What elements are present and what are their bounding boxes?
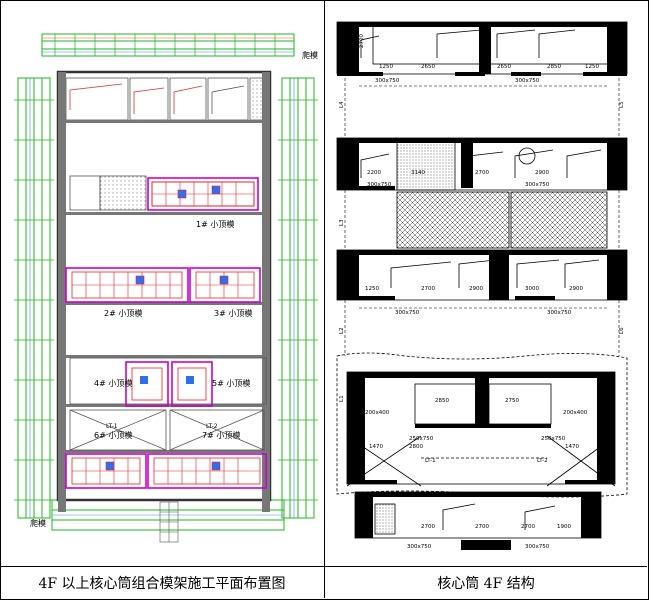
- label-climb-bottom: 爬模: [30, 518, 46, 528]
- beam-dashes: [344, 78, 620, 356]
- dim-2700d: 2700: [421, 524, 435, 530]
- climb-rail-right: [281, 77, 315, 519]
- label-lt2-right: LT-2: [537, 458, 548, 464]
- label-l2: L2: [339, 327, 345, 334]
- dim-1250b: 1250: [585, 64, 599, 70]
- stair-hatched: [396, 191, 608, 249]
- dim-1900: 1900: [557, 524, 571, 530]
- block-4-walls: [347, 372, 615, 484]
- block-3-walls: [337, 250, 627, 300]
- dim-2850a: 2850: [547, 64, 561, 70]
- label-l6: L6: [619, 327, 625, 334]
- label-l3: L3: [339, 219, 345, 226]
- dim-2900c: 2900: [569, 286, 583, 292]
- climb-rail-bottom: [51, 499, 285, 531]
- label-l4: L4: [339, 101, 345, 108]
- stair-grid: [159, 501, 179, 543]
- dim-2700b: 2700: [475, 170, 489, 176]
- block-2-walls: [337, 138, 627, 190]
- right-caption: 核心筒 4F 结构: [437, 575, 535, 592]
- formwork-bottom-grid: [72, 458, 260, 484]
- row-4-5: [69, 357, 267, 407]
- column-divider: [324, 0, 325, 598]
- label-lt1-right: LT-1: [425, 458, 436, 464]
- label-climb-top: 爬模: [302, 50, 318, 60]
- climb-rail-top: [41, 33, 295, 57]
- dim-1470a: 1470: [369, 444, 383, 450]
- rail-ties-right: [278, 99, 318, 501]
- dim-1250c: 1250: [365, 286, 379, 292]
- label-m4: 4# 小顶模: [94, 378, 132, 388]
- dim-2700c: 2700: [421, 286, 435, 292]
- block-5-walls: [355, 492, 601, 550]
- dim-250a: 250x750: [409, 436, 434, 442]
- dim-beam300a: 300x750: [375, 78, 400, 84]
- dim-2800: 2800: [409, 444, 423, 450]
- row-1: [69, 175, 259, 211]
- dim-beam300h: 300x750: [525, 544, 550, 550]
- dim-2750: 2750: [505, 398, 519, 404]
- dim-200b: 200x400: [563, 410, 588, 416]
- dim-2650b: 2650: [497, 64, 511, 70]
- formwork-2-3-grid: [72, 272, 254, 298]
- dim-2900a: 2900: [535, 170, 549, 176]
- dim-2700f: 2700: [521, 524, 535, 530]
- dim-3140: 3140: [411, 170, 425, 176]
- label-m6: 6# 小顶模: [94, 430, 132, 440]
- dim-beam300d: 300x750: [525, 182, 550, 188]
- label-l1: L1: [339, 395, 345, 402]
- label-m1: 1# 小顶模: [196, 219, 234, 229]
- label-lt1: LT-1: [106, 423, 118, 430]
- dim-2850b: 2850: [435, 398, 449, 404]
- block-5: [354, 491, 602, 539]
- caption-divider: [0, 566, 647, 567]
- climb-rail-left: [17, 77, 51, 519]
- row-6-7: [69, 409, 265, 451]
- dim-beam300b: 300x750: [515, 78, 540, 84]
- dim-2900b: 2900: [469, 286, 483, 292]
- dim-2200: 2200: [367, 170, 381, 176]
- dim-3000: 3000: [525, 286, 539, 292]
- label-m5: 5# 小顶模: [212, 378, 250, 388]
- dim-beam300f: 300x750: [547, 310, 572, 316]
- label-m7: 7# 小顶模: [202, 430, 240, 440]
- block-1-walls: [337, 22, 627, 76]
- label-l5: L5: [619, 101, 625, 108]
- label-lt2: LT-2: [206, 423, 218, 430]
- label-m3: 3# 小顶模: [214, 308, 252, 318]
- dim-2700a: 2700: [359, 34, 365, 48]
- dim-250b: 250x750: [541, 436, 566, 442]
- label-m2: 2# 小顶模: [104, 308, 142, 318]
- dim-2700e: 2700: [475, 524, 489, 530]
- block-3: [336, 249, 628, 301]
- right-structure-drawing: 2700 1250 2650 2650 2850 1250 300x750 30…: [336, 21, 628, 550]
- dim-beam300c: 300x750: [367, 182, 392, 188]
- dim-beam300e: 300x750: [395, 310, 420, 316]
- dim-1250a: 1250: [379, 64, 393, 70]
- left-caption: 4F 以上核心筒组合模架施工平面布置图: [38, 575, 286, 592]
- dim-beam300g: 300x750: [407, 544, 432, 550]
- formwork-1-grid: [152, 182, 254, 206]
- rail-ties-left: [14, 99, 54, 501]
- core-walls: [56, 70, 272, 502]
- dim-1470b: 1470: [565, 444, 579, 450]
- dim-200a: 200x400: [365, 410, 390, 416]
- rail-ties-top: [54, 34, 276, 56]
- dim-2650a: 2650: [421, 64, 435, 70]
- left-plan-drawing: 爬模 爬模 1# 小顶模 2# 小顶模 3# 小顶模 4# 小顶模 5# 小顶模…: [14, 33, 318, 543]
